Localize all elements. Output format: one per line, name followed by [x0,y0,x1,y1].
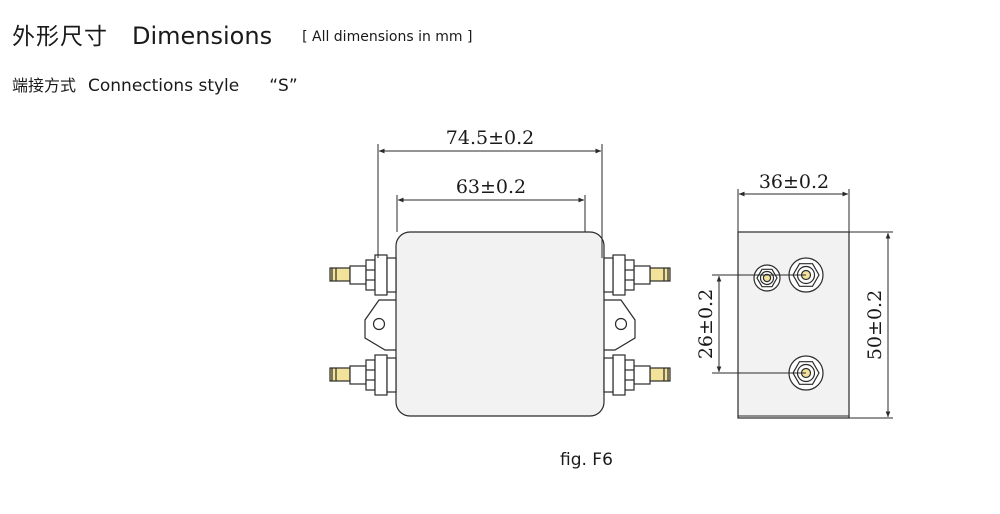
height-label: 50±0.2 [864,290,886,360]
filter-body [395,231,605,417]
terminal-spacing-label: 26±0.2 [695,289,717,359]
left-mounting-hole [372,317,386,331]
subtitle-chinese: 端接方式 [12,76,77,95]
side-view [712,189,893,419]
side-terminal-small [753,264,781,292]
page-title: 外形尺寸 Dimensions [ All dimensions in mm ] [12,24,472,49]
units-note: [ All dimensions in mm ] [302,29,473,45]
overall-length-label: 74.5±0.2 [446,127,534,149]
subtitle-english: Connections style [88,76,240,96]
right-lower-terminal [603,354,671,396]
left-lower-terminal [329,354,397,396]
side-plate [737,231,850,419]
right-upper-terminal [603,254,671,296]
right-mounting-hole [614,317,628,331]
connection-style-line: 端接方式 Connections style “S” [12,78,298,95]
connection-style-value: “S” [269,76,298,96]
title-chinese: 外形尺寸 [12,24,108,50]
width-label: 36±0.2 [759,171,829,193]
front-view [329,144,671,417]
title-english: Dimensions [132,22,273,50]
left-upper-terminal [329,254,397,296]
body-length-label: 63±0.2 [456,176,526,198]
figure-caption: fig. F6 [560,450,613,470]
